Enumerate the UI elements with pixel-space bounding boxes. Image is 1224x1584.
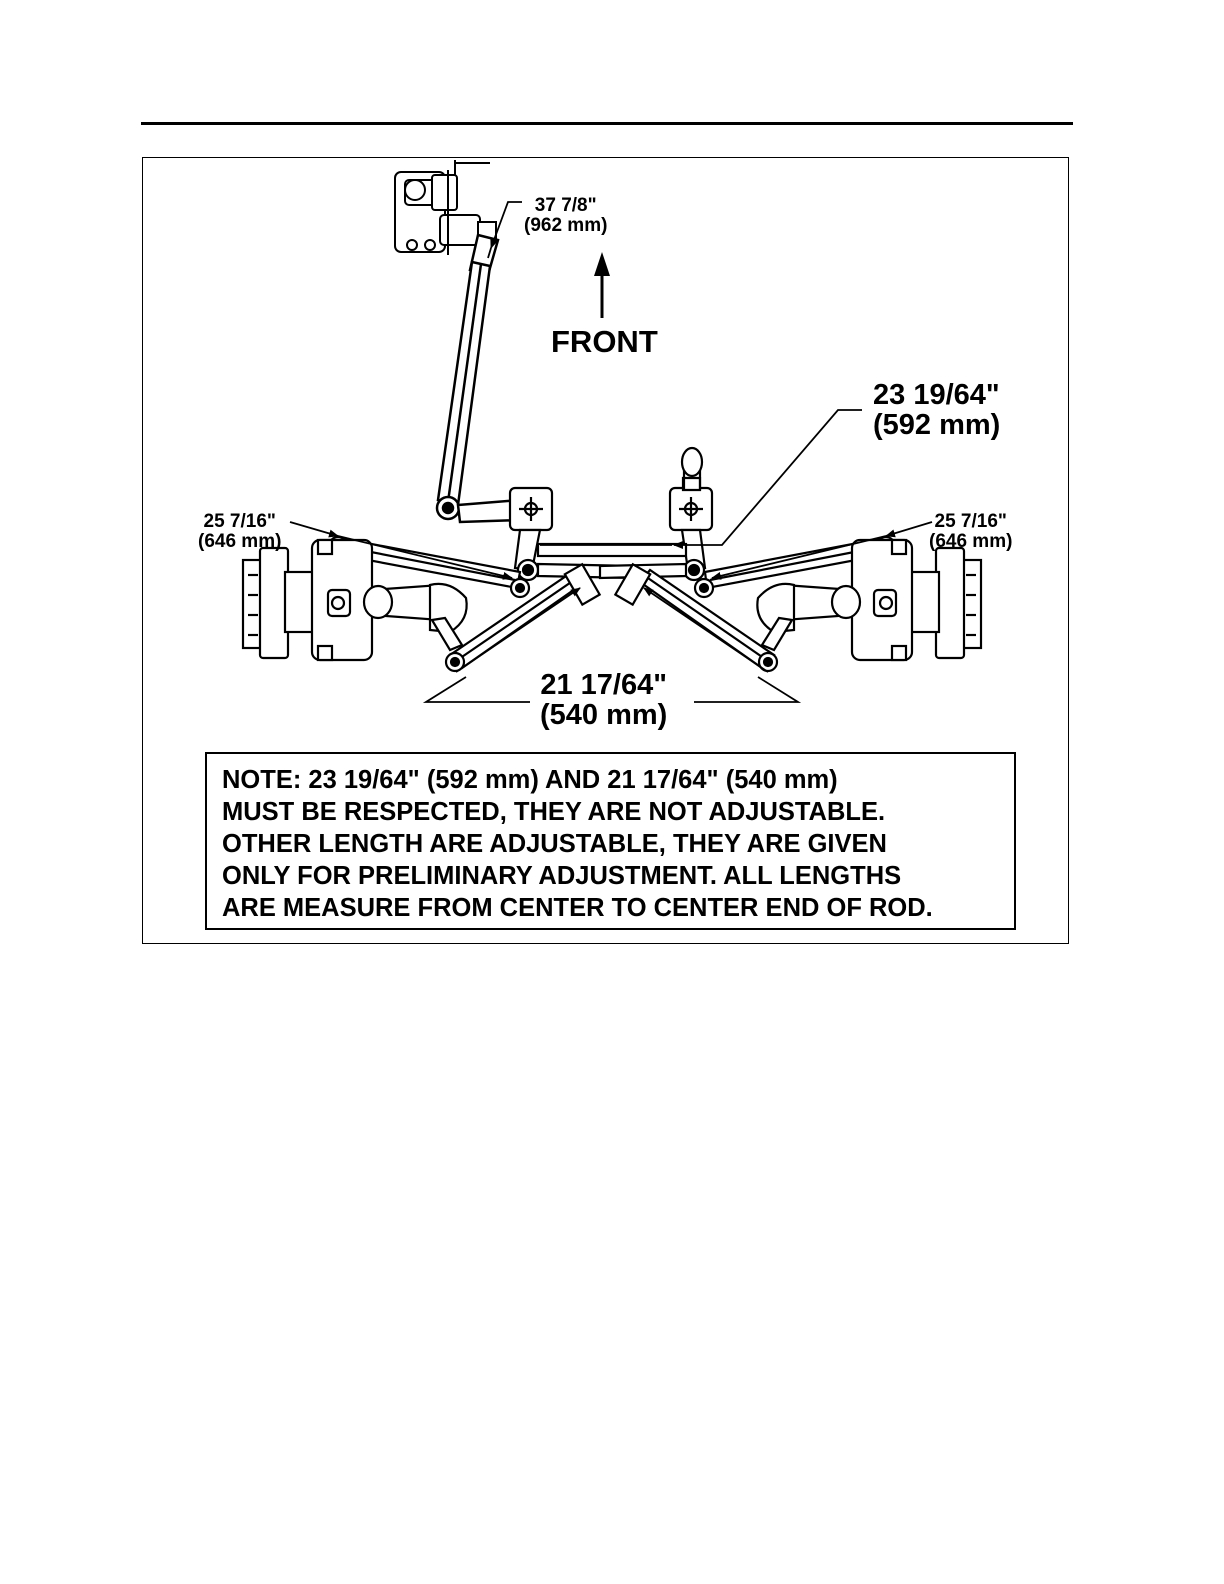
note-box: NOTE: 23 19/64" (592 mm) AND 21 17/64" (… <box>205 752 1016 930</box>
note-line: ONLY FOR PRELIMINARY ADJUSTMENT. ALL LEN… <box>222 862 902 890</box>
left-rod-dimension: 25 7/16" (646 mm) <box>198 511 282 552</box>
drag-link <box>435 233 524 524</box>
figure-frame <box>142 157 1069 944</box>
bellcranks <box>508 446 714 572</box>
left-wheel-hub <box>241 538 468 662</box>
center-tie-rod <box>516 542 706 582</box>
note-line: NOTE: 23 19/64" (592 mm) AND 21 17/64" (… <box>222 766 838 794</box>
steering-gear <box>394 160 497 255</box>
right-wheel-hub <box>756 538 983 662</box>
note-line: OTHER LENGTH ARE ADJUSTABLE, THEY ARE GI… <box>222 830 887 858</box>
relay-rods-dimension: 21 17/64" (540 mm) <box>540 669 668 732</box>
note-line: MUST BE RESPECTED, THEY ARE NOT ADJUSTAB… <box>222 798 886 826</box>
front-label: FRONT <box>551 324 658 359</box>
dimension-leaders <box>289 201 933 703</box>
front-arrow-icon <box>594 252 610 318</box>
header-rule <box>141 122 1073 125</box>
note-line: ARE MEASURE FROM CENTER TO CENTER END OF… <box>222 894 933 922</box>
right-rod-dimension: 25 7/16" (646 mm) <box>929 511 1013 552</box>
tie-rod-dimension: 23 19/64" (592 mm) <box>873 379 1001 442</box>
drag-link-dimension: 37 7/8" (962 mm) <box>524 195 608 236</box>
